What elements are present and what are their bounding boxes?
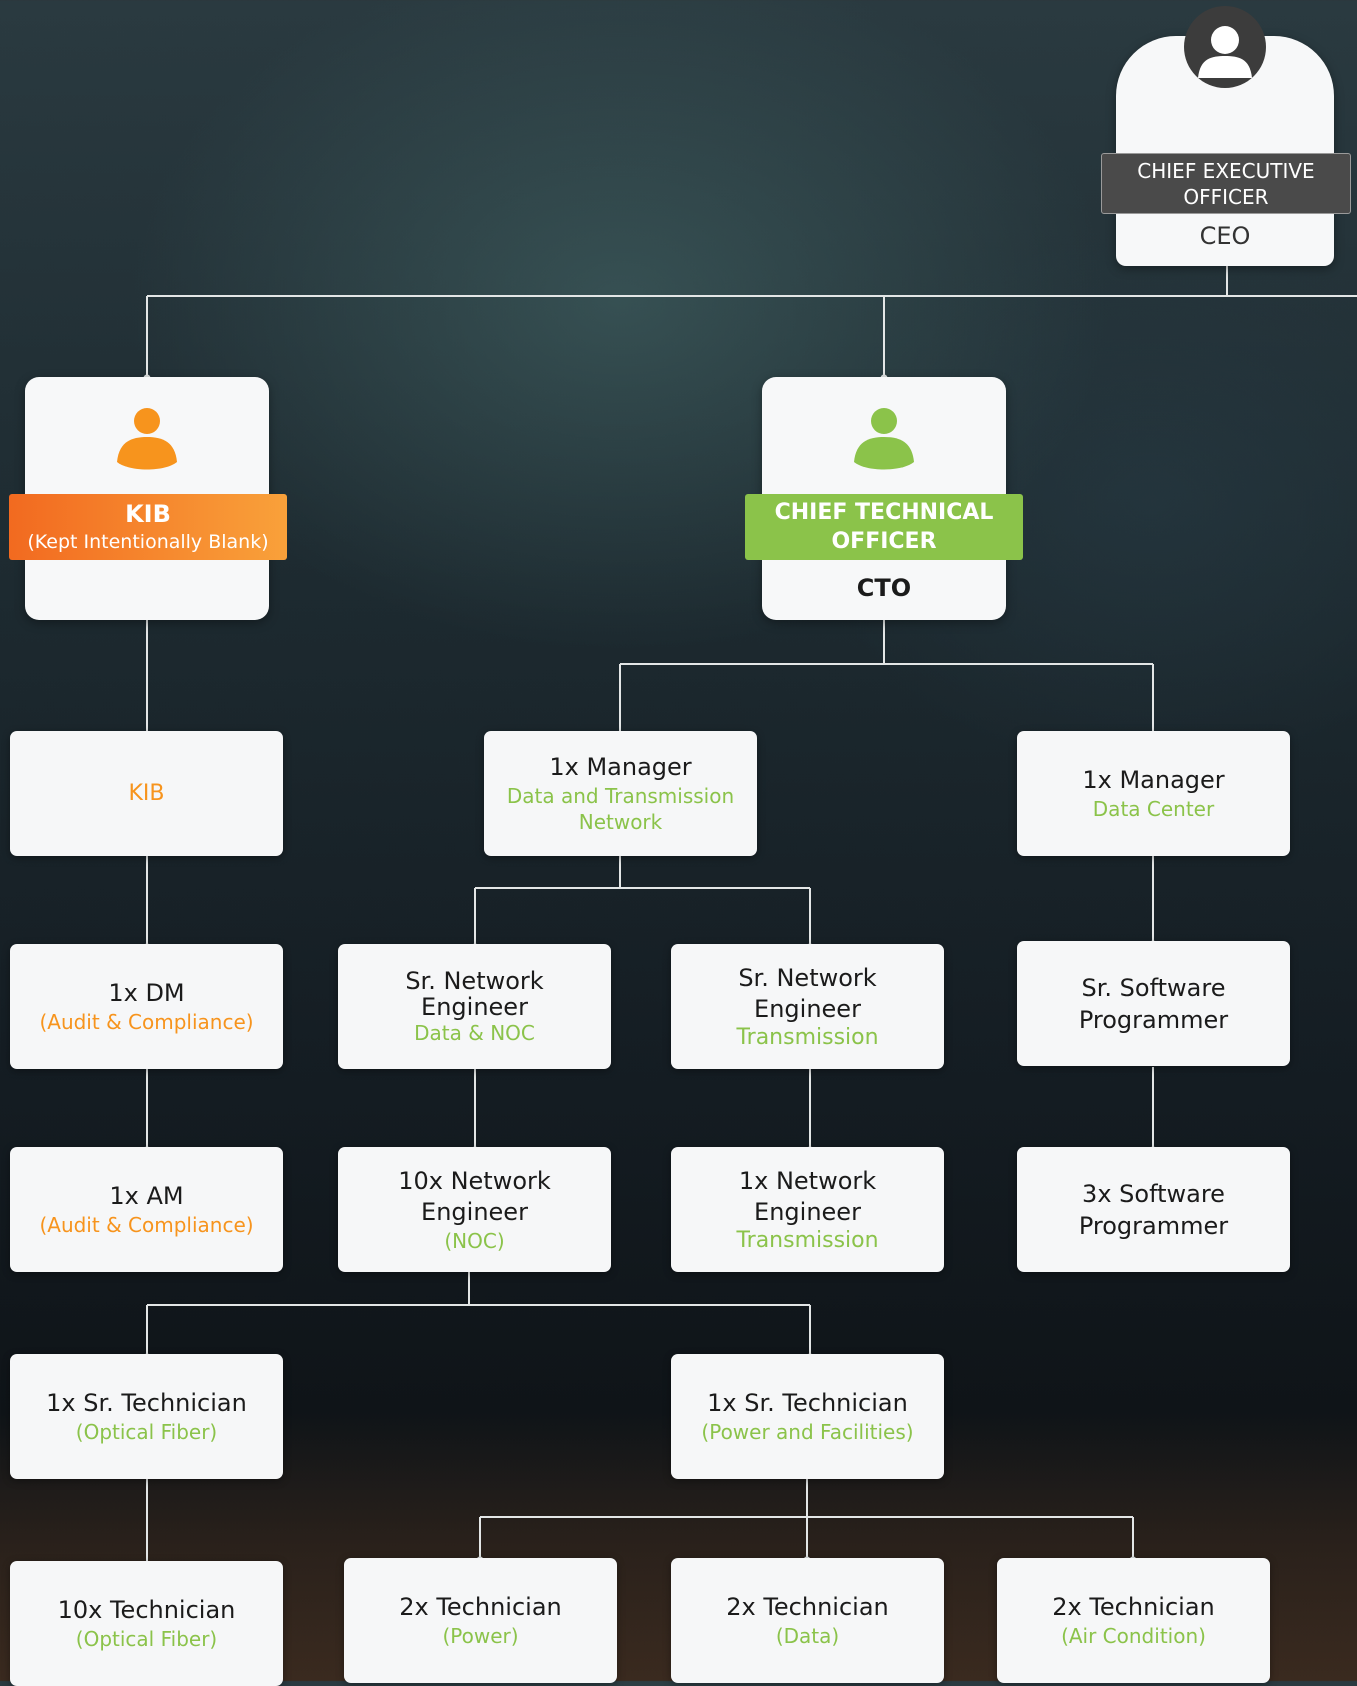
technician-power-node: 2x Technician (Power) (344, 1558, 617, 1683)
node-main: Sr. Software Programmer (1078, 973, 1229, 1034)
manager-data-transmission-node: 1x Manager Data and Transmission Network (484, 731, 757, 856)
node-main: 1x Sr. Technician (707, 1389, 908, 1417)
technician-air-condition-node: 2x Technician (Air Condition) (997, 1558, 1270, 1683)
node-main: 2x Technician (726, 1593, 889, 1621)
node-main: 10x Technician (57, 1596, 236, 1624)
node-main: 1x Network Engineer (738, 1166, 877, 1226)
kib-person-icon (117, 406, 177, 474)
kib-title-band: KIB (Kept Intentionally Blank) (9, 494, 287, 560)
dm-node: 1x DM (Audit & Compliance) (10, 944, 283, 1069)
ceo-avatar-icon (1184, 6, 1266, 88)
node-sub: (Optical Fiber) (75, 1627, 218, 1651)
node-main: 1x DM (108, 979, 185, 1007)
technician-optical-fiber-node: 10x Technician (Optical Fiber) (10, 1561, 283, 1686)
kib-head-subtitle: (Kept Intentionally Blank) (27, 531, 269, 553)
node-sub: Transmission (736, 1227, 879, 1253)
ceo-title: CHIEF EXECUTIVE OFFICER (1137, 158, 1315, 209)
node-sub: Transmission (736, 1024, 879, 1050)
node-sub: Data Center (1092, 797, 1215, 821)
cto-title-band: CHIEF TECHNICAL OFFICER (745, 494, 1023, 560)
node-main: 3x Software Programmer (1078, 1179, 1229, 1240)
cto-abbr: CTO (856, 574, 912, 602)
node-main: 1x Manager (1082, 766, 1225, 794)
am-node: 1x AM (Audit & Compliance) (10, 1147, 283, 1272)
kib-head-title: KIB (125, 500, 171, 528)
node-sub: (Power) (442, 1624, 519, 1648)
node-main: 1x Sr. Technician (46, 1389, 247, 1417)
node-sub: (NOC) (444, 1228, 505, 1253)
node-sub: (Air Condition) (1061, 1624, 1206, 1648)
cto-person-icon (854, 406, 914, 474)
node-sub: KIB (128, 780, 165, 806)
node-main: 1x AM (109, 1182, 184, 1210)
node-sub: (Data) (775, 1624, 840, 1648)
cto-title: CHIEF TECHNICAL OFFICER (774, 500, 994, 554)
node-sub: (Audit & Compliance) (39, 1213, 254, 1237)
ceo-title-band: CHIEF EXECUTIVE OFFICER (1101, 153, 1351, 214)
sr-software-programmer-node: Sr. Software Programmer (1017, 941, 1290, 1066)
node-sub: Data and Transmission Network (506, 784, 735, 834)
sr-technician-power-facilities-node: 1x Sr. Technician (Power and Facilities) (671, 1354, 944, 1479)
software-programmer-node: 3x Software Programmer (1017, 1147, 1290, 1272)
node-sub: (Audit & Compliance) (39, 1010, 254, 1034)
technician-data-node: 2x Technician (Data) (671, 1558, 944, 1683)
sr-network-engineer-noc-node: Sr. Network Engineer Data & NOC (338, 944, 611, 1069)
network-engineer-transmission-node: 1x Network Engineer Transmission (671, 1147, 944, 1272)
ceo-abbr: CEO (1199, 222, 1251, 250)
kib-node: KIB (10, 731, 283, 856)
node-main: 2x Technician (1052, 1593, 1215, 1621)
node-main: 2x Technician (399, 1593, 562, 1621)
network-engineer-noc-node: 10x Network Engineer (NOC) (338, 1147, 611, 1272)
node-sub: Data & NOC (414, 1020, 535, 1045)
node-main: 10x Network Engineer (398, 1166, 551, 1226)
node-sub: (Power and Facilities) (701, 1420, 914, 1444)
manager-data-center-node: 1x Manager Data Center (1017, 731, 1290, 856)
node-main: Sr. Network Engineer (405, 966, 544, 1021)
node-main: Sr. Network Engineer (738, 963, 877, 1023)
node-main: 1x Manager (549, 753, 692, 781)
sr-technician-optical-fiber-node: 1x Sr. Technician (Optical Fiber) (10, 1354, 283, 1479)
sr-network-engineer-transmission-node: Sr. Network Engineer Transmission (671, 944, 944, 1069)
node-sub: (Optical Fiber) (75, 1420, 218, 1444)
